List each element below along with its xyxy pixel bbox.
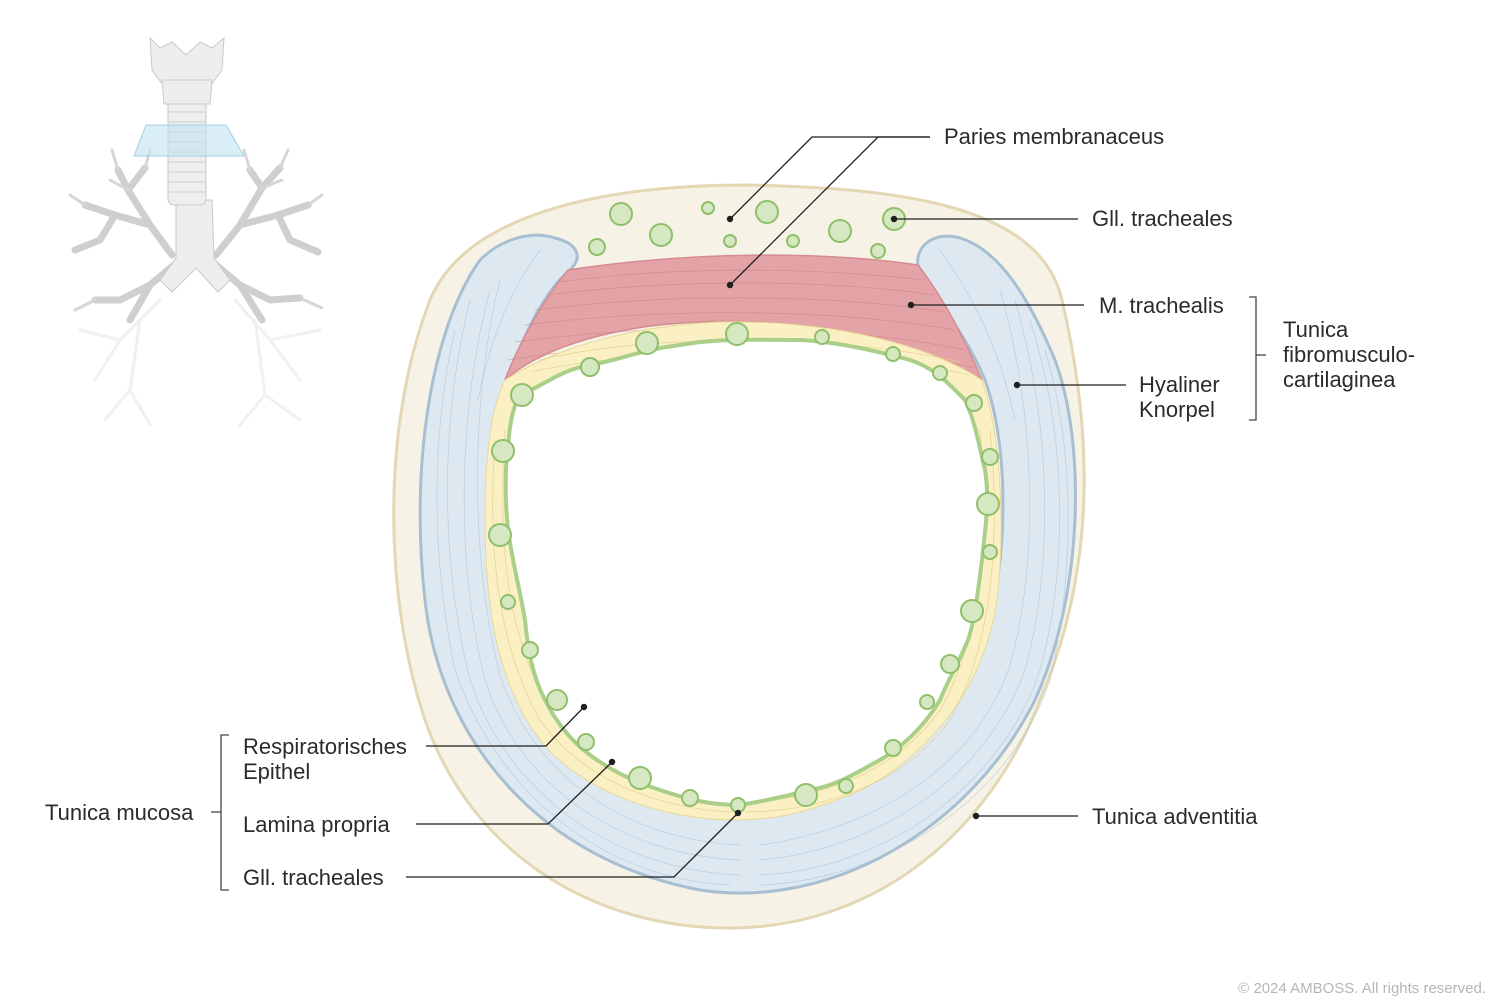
label-paries-membranaceus: Paries membranaceus <box>944 124 1164 149</box>
bronchial-tree-thumbnail <box>68 36 324 427</box>
label-lamina-propria: Lamina propria <box>243 812 391 837</box>
label-tunica-adventitia: Tunica adventitia <box>1092 804 1258 829</box>
label-tunica-fmc-1: Tunica <box>1283 317 1349 342</box>
lumen-epithelium <box>503 337 990 808</box>
label-tunica-fmc-2: fibromusculo- <box>1283 342 1415 367</box>
adventitia-glands <box>588 200 906 259</box>
mucosa-glands <box>488 322 1000 813</box>
bracket-tunica-mucosa <box>211 734 229 891</box>
copyright-notice: © 2024 AMBOSS. All rights reserved. <box>1238 980 1486 997</box>
label-knorpel: Knorpel <box>1139 397 1215 422</box>
label-tunica-mucosa: Tunica mucosa <box>45 800 194 825</box>
label-gll-tracheales-bottom: Gll. tracheales <box>243 865 384 890</box>
leader-lines <box>406 136 1126 878</box>
label-respiratorisches: Respiratorisches <box>243 734 407 759</box>
label-tunica-fmc-3: cartilaginea <box>1283 367 1396 392</box>
bracket-tunica-fibromusculocartilaginea <box>1249 296 1266 421</box>
cartilage-fibers <box>436 249 1069 886</box>
label-gll-tracheales-top: Gll. tracheales <box>1092 206 1233 231</box>
label-m-trachealis: M. trachealis <box>1099 293 1224 318</box>
trachea-cross-section <box>392 183 1086 930</box>
label-hyaliner: Hyaliner <box>1139 372 1220 397</box>
label-epithel: Epithel <box>243 759 310 784</box>
